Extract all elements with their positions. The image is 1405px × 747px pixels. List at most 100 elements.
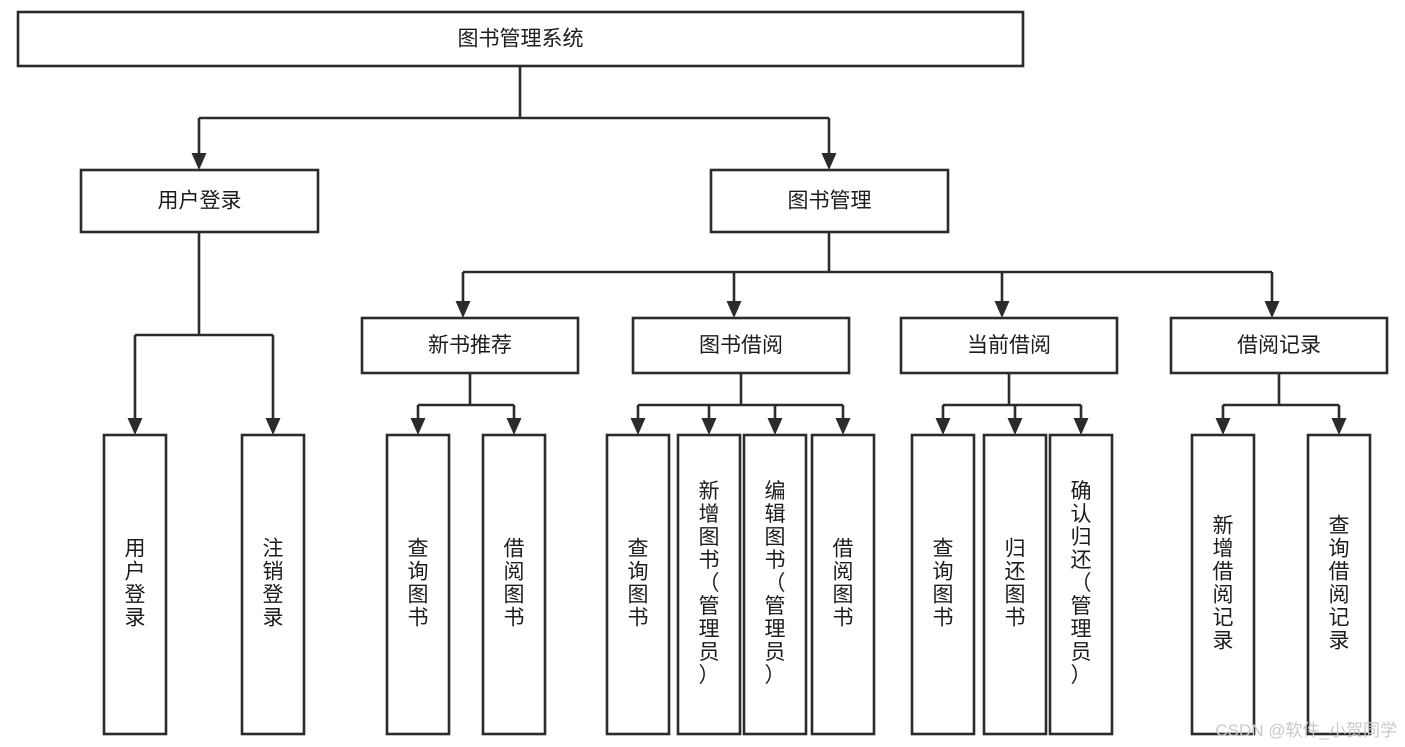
node-leaf-logout-box [240,433,306,736]
node-leaf-add-record-label-char: 记 [1213,607,1234,630]
node-leaf-add-record-label-char: 录 [1213,630,1234,653]
node-leaf-borrow-book-1-label-char: 借 [504,538,525,561]
connector-bus-root [191,66,837,170]
node-leaf-return-book-box [982,433,1048,736]
node-book-manage-box [709,168,950,234]
node-leaf-query-record-label-char: 记 [1329,607,1350,630]
node-borrow-record[interactable]: 借阅记录 [1169,316,1389,375]
node-leaf-query-record-box [1306,433,1372,736]
node-leaf-query-record-label-char: 阅 [1329,584,1350,607]
watermark-text: CSDN @软件_小贺同学 [1215,721,1397,740]
node-leaf-borrow-book-1-label-char: 图 [504,584,525,607]
node-leaf-edit-book-label-char: 辑 [765,503,786,526]
connector-bus-book-borrow [630,373,851,435]
node-leaf-borrow-book-2-label-char: 借 [833,538,854,561]
connector-leg-arrowhead [1215,418,1231,435]
node-leaf-confirm-return-label-char: 员 [1071,641,1092,664]
node-leaf-add-record-label-char: 新 [1213,515,1234,538]
connector-leg-arrowhead [994,301,1010,318]
connector-leg-arrowhead [726,301,742,318]
node-leaf-query-book-2-label-char: 书 [628,607,649,630]
node-leaf-return-book-label-char: 图 [1005,584,1026,607]
connector-leg-arrowhead [630,418,646,435]
node-user-login[interactable]: 用户登录 [79,168,320,234]
node-leaf-query-record-label-char: 查 [1329,515,1350,538]
node-leaf-add-book-label-char: 书 [699,549,720,572]
node-leaf-logout-label-char: 登 [263,584,284,607]
node-leaf-return-book-label-char: 书 [1005,607,1026,630]
node-root-box [16,10,1025,68]
connector-leg-arrowhead [410,418,426,435]
node-leaf-query-book-1-box [385,433,451,736]
node-leaf-query-record-label-char: 录 [1329,630,1350,653]
connector-leg-arrowhead [1264,301,1280,318]
node-leaf-logout-label-char: 注 [263,538,284,561]
node-leaf-query-record-label-char: 询 [1329,538,1350,561]
node-leaf-edit-book-label-char: 管 [765,595,786,618]
node-leaf-logout-label-char: 录 [263,607,284,630]
connector-leg-arrowhead [265,418,281,435]
node-leaf-query-book-3-label-char: 询 [933,561,954,584]
node-leaf-borrow-book-1-label-char: 阅 [504,561,525,584]
node-leaf-borrow-book-1-label-char: 书 [504,607,525,630]
node-root[interactable]: 图书管理系统 [16,10,1025,68]
node-leaf-query-book-2-label-char: 询 [628,561,649,584]
connector-leg-arrowhead [935,418,951,435]
node-leaf-query-book-1-label-char: 书 [408,607,429,630]
node-leaf-user-login-label-char: 登 [125,584,146,607]
node-leaf-user-login-box [102,433,168,736]
connector-leg-arrowhead [835,418,851,435]
node-leaf-borrow-book-1-box [481,433,547,736]
node-leaf-user-login[interactable]: 用户登录 [102,433,168,736]
node-leaf-query-book-2-box [605,433,671,736]
node-book-borrow-box [631,316,851,375]
node-leaf-query-record-label-char: 借 [1329,561,1350,584]
node-borrow-record-label: 借阅记录 [1237,334,1321,357]
node-leaf-confirm-return-label-char: 管 [1071,595,1092,618]
node-leaf-borrow-book-2-label-char: 书 [833,607,854,630]
node-leaf-confirm-return-label-char: 确 [1071,480,1092,503]
node-leaf-user-login-label-char: 录 [125,607,146,630]
node-book-borrow-label: 图书借阅 [699,334,783,357]
node-leaf-confirm-return-label-char: 认 [1071,503,1092,526]
connector-leg-arrowhead [1073,418,1089,435]
node-leaf-query-book-3-label-char: 书 [933,607,954,630]
node-leaf-confirm-return-label-char: ） [1071,664,1092,687]
node-leaf-edit-book-label-char: 员 [765,641,786,664]
node-leaf-add-book-label-char: 管 [699,595,720,618]
node-leaf-edit-book-label-char: ） [765,664,786,687]
node-leaf-confirm-return-label-char: 归 [1071,526,1092,549]
node-borrow-record-box [1169,316,1389,375]
connectors-layer [127,66,1347,435]
node-leaf-add-book-label-char: 理 [699,618,720,641]
node-root-label: 图书管理系统 [458,28,584,51]
node-leaf-edit-book-label-char: 编 [765,480,786,503]
node-leaf-add-record-label-char: 阅 [1213,584,1234,607]
connector-leg-arrowhead [1331,418,1347,435]
connector-leg-arrowhead [821,153,837,170]
node-book-manage[interactable]: 图书管理 [709,168,950,234]
node-book-borrow[interactable]: 图书借阅 [631,316,851,375]
node-leaf-add-book-label-char: 新 [699,480,720,503]
node-leaf-query-book-3-label-char: 图 [933,584,954,607]
node-current-borrow-box [899,316,1119,375]
node-leaf-query-book-1-label-char: 询 [408,561,429,584]
node-current-borrow[interactable]: 当前借阅 [899,316,1119,375]
nodes-layer: 图书管理系统用户登录图书管理新书推荐图书借阅当前借阅借阅记录用户登录注销登录查询… [16,10,1389,736]
node-new-book-rec[interactable]: 新书推荐 [360,316,580,375]
node-leaf-add-book-label-char: ） [699,664,720,687]
